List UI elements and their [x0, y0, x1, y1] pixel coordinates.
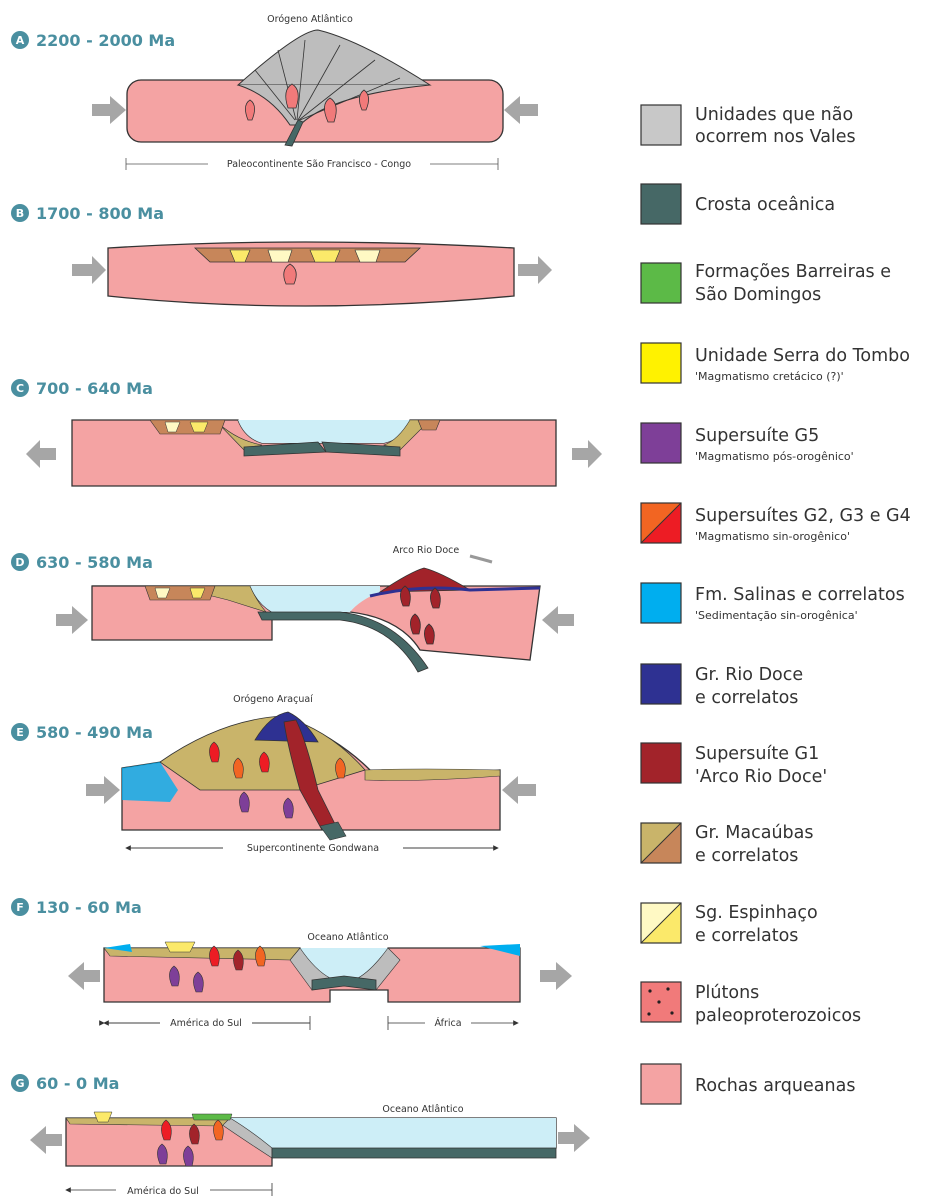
annotation-africa: África: [434, 1017, 461, 1029]
legend-swatch: [641, 184, 681, 224]
legend-label: Supersuíte G5: [695, 426, 819, 446]
legend-label: Fm. Salinas e correlatos: [695, 585, 905, 605]
legend-item: Supersuíte G1 'Arco Rio Doce': [641, 743, 827, 787]
legend-item: Gr. Macaúbas e correlatos: [641, 823, 813, 866]
legend-swatch: [641, 743, 681, 783]
legend-sublabel: 'Magmatismo cretácico (?)': [695, 370, 844, 383]
legend-swatch: [641, 263, 681, 303]
cross-section-d: [56, 556, 574, 672]
stage-g: G 60 - 0 Ma Oceano Atlântico América do …: [11, 1074, 590, 1196]
stage-letter: B: [16, 207, 24, 220]
annotation-orogeno-aracuai: Orógeno Araçuaí: [233, 694, 313, 705]
cross-section-f: [68, 942, 572, 1030]
annotation-america-do-sul-g: América do Sul: [127, 1186, 199, 1196]
stage-title: 580 - 490 Ma: [36, 723, 153, 742]
legend-item: Sg. Espinhaço e correlatos: [641, 903, 818, 946]
stage-title: 60 - 0 Ma: [36, 1074, 119, 1093]
cross-section-g: [30, 1112, 590, 1196]
annotation-paleocontinente: Paleocontinente São Francisco - Congo: [227, 159, 411, 170]
legend-sublabel: 'Magmatismo sin-orogênico': [695, 530, 850, 543]
stage-letter: F: [16, 901, 24, 914]
stage-a: A 2200 - 2000 Ma Orógeno Atlântico Pal: [11, 14, 538, 171]
legend-label: 'Arco Rio Doce': [695, 767, 827, 787]
legend-sublabel: 'Sedimentação sin-orogênica': [695, 609, 858, 622]
legend-label: São Domingos: [695, 285, 821, 305]
legend-label: Crosta oceânica: [695, 195, 835, 215]
annotation-arco-rio-doce: Arco Rio Doce: [393, 545, 460, 556]
legend-label: Gr. Rio Doce: [695, 665, 803, 685]
legend-label: paleoproterozoicos: [695, 1006, 861, 1026]
cross-section-b: [72, 242, 552, 306]
cross-section-e: [86, 712, 536, 855]
stage-letter: G: [15, 1077, 24, 1090]
legend-item: Formações Barreiras e São Domingos: [641, 262, 891, 305]
stage-title: 630 - 580 Ma: [36, 553, 153, 572]
stage-title: 130 - 60 Ma: [36, 898, 142, 917]
annotation-gondwana: Supercontinente Gondwana: [247, 843, 379, 854]
legend-label: Supersuíte G1: [695, 744, 819, 764]
stage-letter: C: [16, 382, 24, 395]
legend-label: ocorrem nos Vales: [695, 127, 856, 147]
legend-swatch: [641, 583, 681, 623]
annotation-oceano-atlantico-f: Oceano Atlântico: [307, 932, 388, 943]
cross-section-c: [26, 420, 602, 486]
legend-label: Sg. Espinhaço: [695, 903, 818, 923]
legend-item: Crosta oceânica: [641, 184, 835, 224]
stage-title: 700 - 640 Ma: [36, 379, 153, 398]
stage-title: 1700 - 800 Ma: [36, 204, 164, 223]
legend-swatch: [641, 1064, 681, 1104]
legend-item: Plútons paleoproterozoicos: [641, 982, 861, 1026]
stage-b: B 1700 - 800 Ma: [11, 204, 552, 306]
legend-item: Unidades que não ocorrem nos Vales: [641, 105, 856, 147]
legend-label: Rochas arqueanas: [695, 1076, 855, 1096]
annotation-orogeno-atlantico: Orógeno Atlântico: [267, 14, 353, 25]
legend-label: e correlatos: [695, 688, 798, 708]
legend-label: e correlatos: [695, 926, 798, 946]
legend-label: Unidade Serra do Tombo: [695, 346, 910, 366]
cross-section-a: [92, 30, 538, 171]
stage-f: F 130 - 60 Ma Oceano Atlântico: [11, 898, 572, 1030]
stage-c: C 700 - 640 Ma: [11, 379, 602, 486]
stage-letter: D: [15, 556, 24, 569]
stage-letter: A: [16, 34, 25, 47]
legend-item: Gr. Rio Doce e correlatos: [641, 664, 803, 708]
stage-e: E 580 - 490 Ma Orógeno Araçuaí Supercont…: [11, 694, 536, 855]
legend-item: Unidade Serra do Tombo 'Magmatismo cretá…: [641, 343, 910, 383]
legend-item: Fm. Salinas e correlatos 'Sedimentação s…: [641, 583, 905, 623]
stage-d: D 630 - 580 Ma Arco Rio Doce: [11, 545, 574, 672]
legend-label: Gr. Macaúbas: [695, 823, 813, 843]
legend-swatch: [641, 423, 681, 463]
legend-swatch: [641, 982, 681, 1022]
stage-title: 2200 - 2000 Ma: [36, 31, 175, 50]
legend-sublabel: 'Magmatismo pós-orogênico': [695, 450, 854, 463]
legend-label: e correlatos: [695, 846, 798, 866]
annotation-america-do-sul-f: América do Sul: [170, 1018, 242, 1029]
legend-label: Supersuítes G2, G3 e G4: [695, 506, 911, 526]
legend-label: Plútons: [695, 983, 759, 1003]
annotation-oceano-atlantico-g: Oceano Atlântico: [382, 1104, 463, 1115]
legend-label: Formações Barreiras e: [695, 262, 891, 282]
stage-letter: E: [16, 726, 24, 739]
legend-swatch: [641, 343, 681, 383]
legend-swatch: [641, 664, 681, 704]
legend-item: Rochas arqueanas: [641, 1064, 855, 1104]
legend-label: Unidades que não: [695, 105, 853, 125]
legend-item: Supersuítes G2, G3 e G4 'Magmatismo sin-…: [641, 503, 911, 543]
legend: Unidades que não ocorrem nos Vales Crost…: [641, 105, 911, 1104]
legend-item: Supersuíte G5 'Magmatismo pós-orogênico': [641, 423, 854, 463]
legend-swatch: [641, 105, 681, 145]
